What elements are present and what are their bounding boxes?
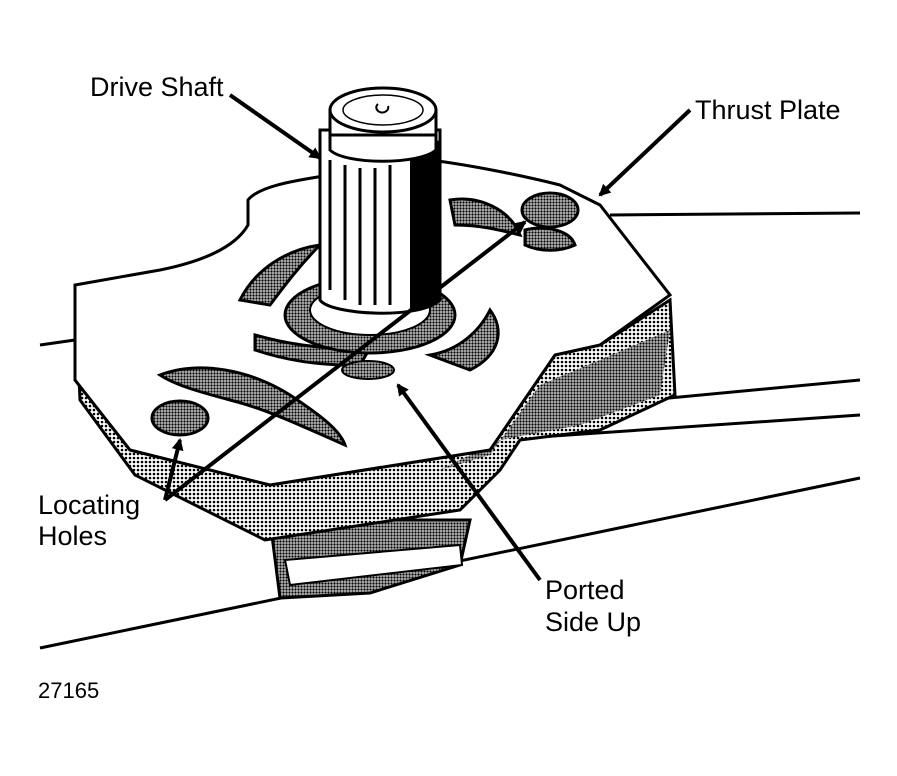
arrow-locating-right (163, 220, 527, 502)
ported-slots (156, 197, 577, 448)
label-ported-line2: Side Up (545, 607, 642, 637)
label-locating-holes-line2: Holes (38, 521, 108, 551)
leader-lines (163, 93, 692, 582)
label-thrust-plate: Thrust Plate (695, 95, 841, 125)
drive-shaft (318, 86, 442, 315)
label-ported-line1: Ported (545, 575, 625, 605)
arrow-locating-left (163, 438, 184, 501)
arrow-drive-shaft (228, 93, 322, 160)
locating-hole-right (520, 191, 580, 229)
label-locating-holes-line1: Locating (38, 490, 141, 520)
arrow-ported (396, 383, 542, 582)
arrow-thrust-plate (598, 108, 692, 197)
figure-number: 27165 (38, 678, 100, 703)
label-drive-shaft: Drive Shaft (90, 72, 224, 102)
locating-hole-left (150, 399, 210, 437)
ported-mark (341, 360, 395, 380)
